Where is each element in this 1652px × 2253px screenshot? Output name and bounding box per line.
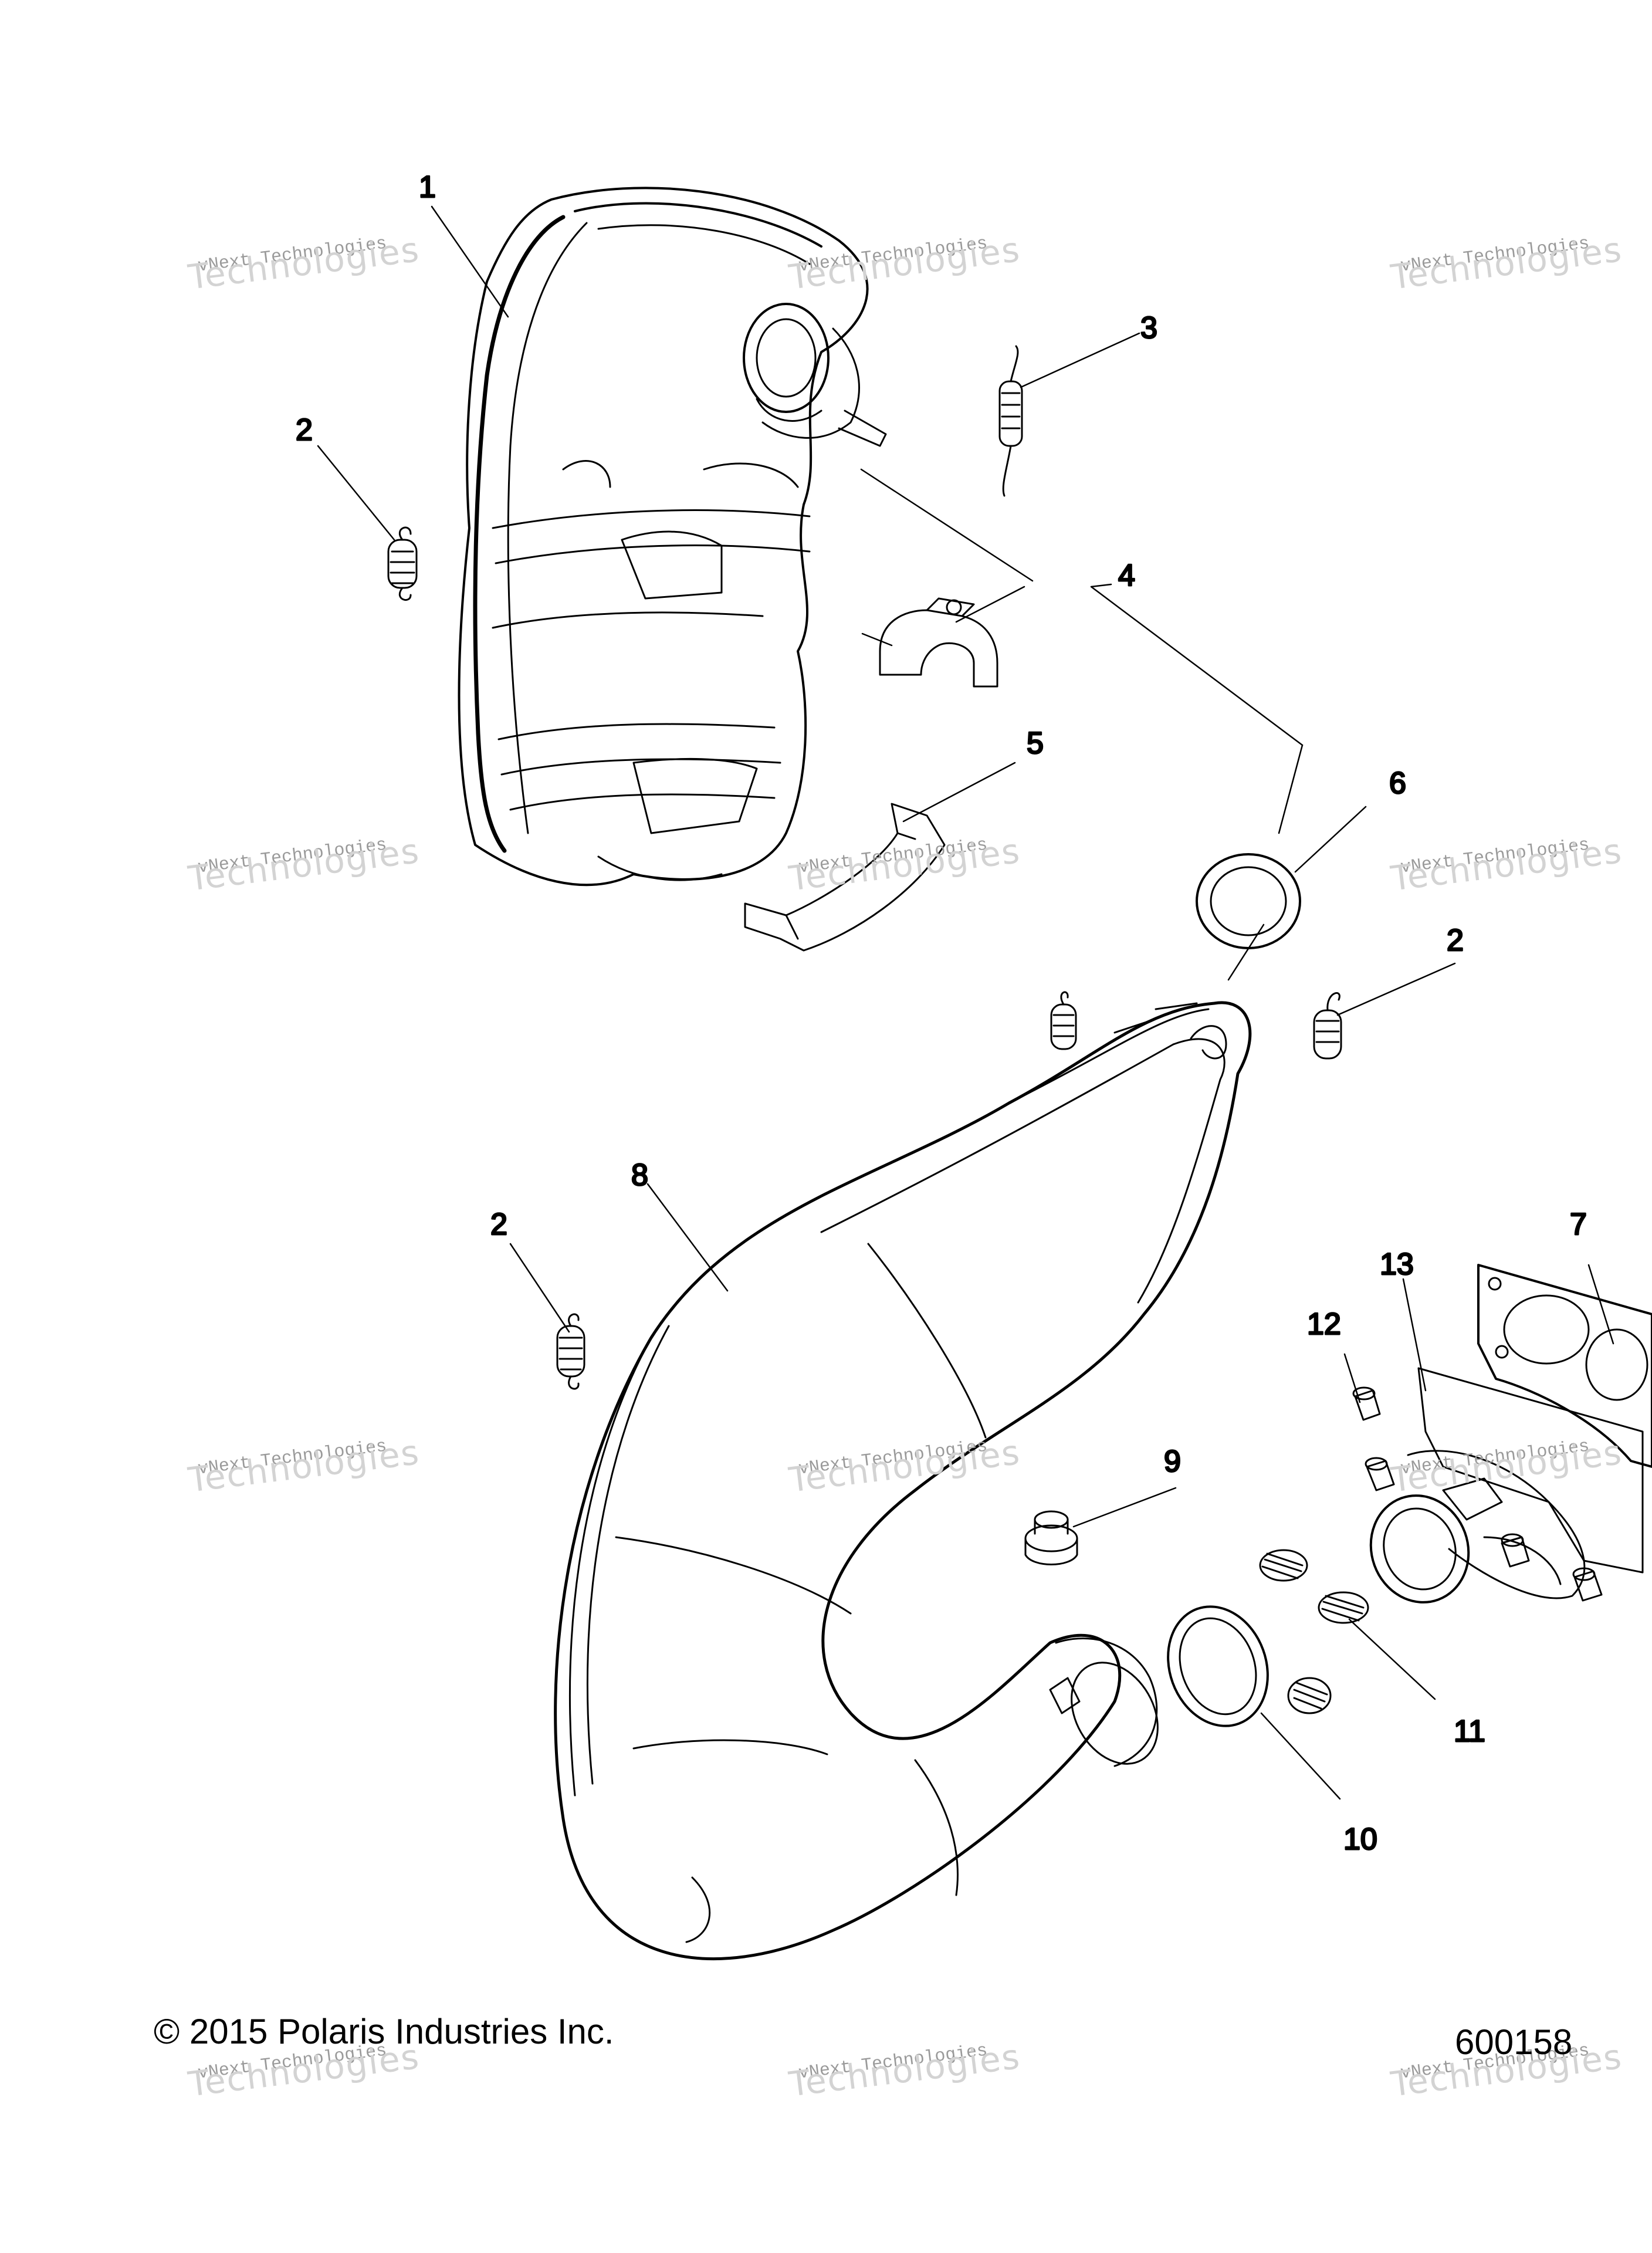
callout-2-upper-left: 2	[296, 413, 313, 447]
bolt-part-12-d	[1572, 1567, 1603, 1602]
bolt-part-12-a	[1352, 1386, 1381, 1421]
clamp-ring-part-10	[1167, 1605, 1269, 1727]
callout-10: 10	[1343, 1822, 1377, 1856]
spring-part-2-lower-left	[556, 1313, 585, 1390]
manifold-part-13	[1369, 1367, 1644, 1604]
callout-6: 6	[1389, 766, 1406, 800]
leader-lines	[317, 205, 1614, 1800]
ring-seal-part-6	[1196, 853, 1301, 949]
spring-part-11-b	[1318, 1591, 1369, 1624]
callout-3: 3	[1140, 311, 1157, 345]
spring-part-3	[998, 345, 1023, 497]
spring-part-11-a	[1259, 1549, 1308, 1582]
gasket-part-7	[1477, 1264, 1652, 1468]
callout-1: 1	[419, 170, 436, 204]
callout-9: 9	[1164, 1445, 1181, 1479]
callout-4: 4	[1118, 559, 1135, 593]
plug-part-9	[1024, 1510, 1078, 1565]
spring-part-11-c	[1287, 1677, 1332, 1714]
callout-7: 7	[1570, 1207, 1587, 1241]
callout-5: 5	[1027, 726, 1044, 760]
spring-part-2-upper-left	[387, 526, 418, 601]
callout-2-right: 2	[1447, 923, 1464, 958]
callout-2-lower-left: 2	[490, 1207, 507, 1241]
heat-shield	[458, 187, 887, 887]
spring-part-2-right	[1313, 992, 1342, 1060]
callout-labels: 1 2 3 4 5 6 2 8 2 9 7 13 12 11 10	[295, 170, 1588, 1858]
bolt-part-12-c	[1501, 1533, 1530, 1568]
callout-11: 11	[1454, 1714, 1485, 1748]
diagram-number: 600158	[1455, 2022, 1573, 2062]
callout-13: 13	[1380, 1247, 1414, 1281]
copyright-notice: © 2015 Polaris Industries Inc.	[154, 2012, 614, 2051]
bracket-part-5	[744, 803, 946, 952]
bolt-part-12-b	[1365, 1457, 1395, 1491]
clip-part-4	[879, 597, 998, 688]
callout-12: 12	[1307, 1307, 1341, 1341]
spring-part-2-middle	[1050, 991, 1077, 1050]
callout-8: 8	[631, 1158, 648, 1192]
